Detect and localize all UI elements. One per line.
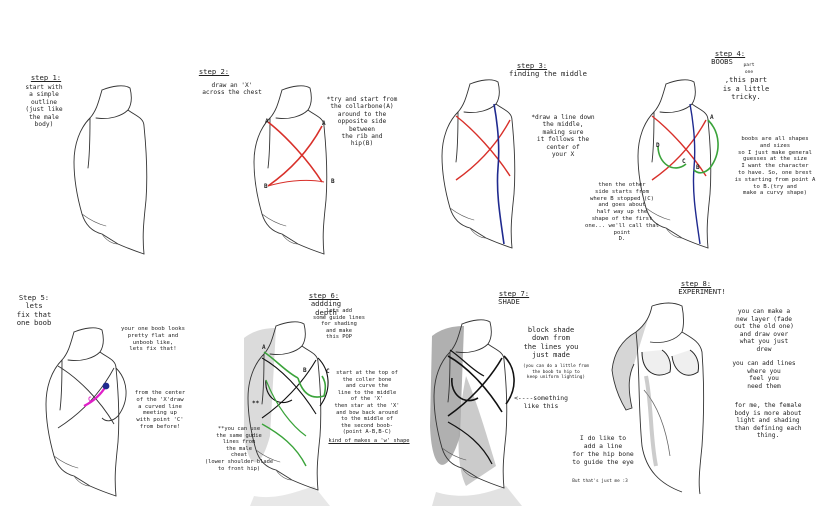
step-6-guide-line-2 [297, 375, 327, 398]
step-5-text: lets fix that one boob [16, 301, 52, 328]
step-5-torso-sketch [45, 327, 127, 497]
step-7-title: step 7: [498, 289, 530, 298]
step-6-label-stars: ** [252, 400, 260, 407]
step-7-torso-sketch [430, 319, 522, 506]
step-1-panel: step 1: start with a simple outline (jus… [0, 0, 200, 260]
step-3-title: step 3: [516, 61, 548, 70]
step-8-note-1: you can make a new layer (fade out the o… [734, 308, 794, 353]
step-4-subnote: part one [743, 63, 755, 76]
step-2-label-b-left: B [264, 183, 268, 190]
step-4-label-b: B [696, 164, 700, 171]
step-2-x-line-3 [267, 179, 325, 187]
step-2-torso-sketch [253, 85, 328, 255]
step-4-title: step 4: [714, 49, 746, 58]
step-3-panel: step 3: finding the middle *draw a line … [420, 0, 620, 260]
step-2-label-b-right: B [331, 178, 335, 185]
step-6-title: step 6: [308, 291, 340, 300]
step-3-subtitle: finding the middle [509, 69, 587, 78]
step-7-note-1: block shade down from the lines you just… [523, 326, 579, 360]
step-4-note-2: then the other side starts from where B … [584, 182, 660, 243]
step-6-torso-sketch [244, 321, 330, 506]
step-4-boob-curve-left [657, 145, 687, 169]
step-5-label-c: C [88, 396, 92, 403]
step-4-intro: ,this part is a little tricky. [722, 76, 770, 102]
step-4-torso-sketch [637, 79, 719, 249]
step-7-note-2: (you can do a little from the boob to hi… [522, 364, 590, 381]
step-2-title: step 2: [198, 67, 230, 76]
step-7-note-5: But that's just me :3 [572, 479, 628, 484]
step-2-text: draw an 'X' across the chest [202, 82, 262, 97]
step-2-panel: step 2: draw an 'X' across the chest A A… [190, 0, 400, 260]
step-4-label-c: C [682, 158, 686, 165]
step-4-note-1: boobs are all shapes and sizes so I just… [734, 136, 816, 197]
step-8-note-2: you can add lines where you feel you nee… [732, 360, 796, 390]
step-4-label-d: D [656, 142, 660, 149]
step-7-note-4: I do like to add a line for the hip bone… [572, 434, 634, 466]
step-7-note-3: <----something like this [514, 394, 568, 410]
step-2-x-line-1 [267, 121, 323, 183]
step-6-subtitle: addding depth [310, 299, 342, 317]
step-4-subtitle: BOOBS [711, 57, 733, 66]
step-6-guide-line-4 [265, 379, 307, 437]
step-2-label-a-left: A [265, 118, 269, 125]
step-3-note: *draw a line down the middle, making sur… [531, 114, 595, 159]
step-8-torso-drawing [611, 302, 704, 495]
step-2-label-a-right: A [322, 120, 326, 127]
step-6-note-1: lets add some guide lines for shading an… [313, 308, 365, 341]
step-5-note-1: your one boob looks pretty flat and unbo… [121, 326, 185, 353]
step-6-note-4: **you can use the same gudie lines from … [204, 426, 274, 472]
step-8-panel: step 8: EXPERIMENT! you can make a new l… [600, 270, 820, 519]
step-2-x-line-2 [267, 125, 323, 187]
step-6-label-b: B [303, 367, 307, 374]
step-2-note: *try and start from the collarbone(A) ar… [326, 96, 398, 148]
step-3-middle-line [493, 103, 505, 245]
step-8-title: step 8: [680, 279, 712, 288]
step-6-note-3: kind of makes a 'w' shape [328, 438, 410, 444]
step-6-note-2: start at the top of the coller bone and … [334, 370, 400, 436]
step-7-subtitle: SHADE [498, 297, 520, 306]
step-8-note-3: for me, the female body is more about li… [734, 402, 802, 440]
step-4-panel: step 4: BOOBS part one ,this part is a l… [585, 0, 820, 260]
step-5-center-dot [102, 382, 110, 390]
step-6-guide-line-3 [261, 423, 307, 467]
step-4-boob-curve-right [693, 119, 719, 174]
step-5-note-2: from the center of the 'X'draw a curved … [134, 390, 186, 430]
step-5-panel: Step 5: lets fix that one boob C your on… [0, 270, 200, 519]
step-7-panel: step 7: SHADE block shade down from the … [410, 270, 634, 519]
step-6-panel: step 6: addding depth lets add some guid… [200, 270, 410, 519]
step-1-torso-sketch [73, 85, 148, 255]
step-1-title: step 1: [30, 73, 62, 82]
step-4-label-a: A [710, 114, 714, 121]
step-1-text: start with a simple outline (just like t… [25, 84, 63, 129]
step-3-torso-sketch [441, 79, 516, 249]
step-6-label-c: C [326, 368, 330, 375]
step-6-guide-line-1 [263, 351, 299, 379]
step-6-label-a: A [262, 344, 266, 351]
step-8-subtitle: EXPERIMENT! [678, 287, 726, 296]
step-5-title: Step 5: [18, 293, 50, 302]
